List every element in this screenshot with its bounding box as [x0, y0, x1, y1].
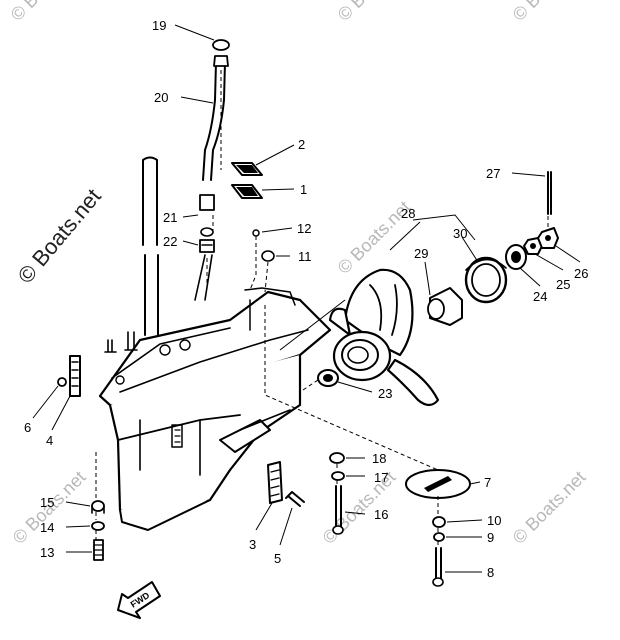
shift-rod-assembly	[194, 39, 230, 301]
washer-10	[432, 516, 446, 528]
washer-23	[317, 369, 339, 387]
washer-11	[261, 250, 275, 262]
callout-2: 2	[298, 137, 305, 152]
screw-13	[93, 539, 104, 561]
callout-26: 26	[574, 266, 588, 281]
callout-4: 4	[46, 433, 53, 448]
callout-11: 11	[298, 249, 312, 264]
callout-15: 15	[40, 495, 54, 510]
callout-28: 28	[401, 206, 415, 221]
thrust-washer-30	[464, 256, 508, 304]
callout-labels: 19 20 2 1 27 28 21 12 30 22 29 11 26 25 …	[24, 18, 588, 580]
callout-24: 24	[533, 289, 547, 304]
callout-23: 23	[378, 386, 392, 401]
trim-tab-3	[267, 461, 283, 504]
callout-17: 17	[374, 470, 388, 485]
callout-20: 20	[154, 90, 168, 105]
pin-12	[252, 229, 260, 237]
lower-unit-housing	[98, 156, 332, 531]
nut-26	[537, 227, 559, 249]
bolt-16	[332, 485, 344, 535]
anode-4	[69, 355, 81, 397]
callout-6: 6	[24, 420, 31, 435]
callout-19: 19	[152, 18, 166, 33]
plug-15	[91, 500, 105, 514]
cover-7	[405, 469, 471, 499]
propeller	[328, 268, 440, 407]
callout-22: 22	[163, 234, 177, 249]
watermark-main: © Boats.net	[13, 184, 106, 288]
callout-25: 25	[556, 277, 570, 292]
callout-7: 7	[484, 475, 491, 490]
callout-12: 12	[297, 221, 311, 236]
callout-5: 5	[274, 551, 281, 566]
anode-parts	[231, 162, 263, 199]
washer-14	[91, 521, 105, 531]
callout-9: 9	[487, 530, 494, 545]
callout-16: 16	[374, 507, 388, 522]
callout-1: 1	[300, 182, 307, 197]
callout-30: 30	[453, 226, 467, 241]
callout-13: 13	[40, 545, 54, 560]
callout-27: 27	[486, 166, 500, 181]
bolt-6	[57, 377, 67, 387]
alignment-lines	[95, 70, 549, 548]
leader-lines	[32, 24, 581, 573]
watermark-faint-top-left: © Boats.net	[7, 0, 88, 25]
callout-29: 29	[414, 246, 428, 261]
washer-17	[331, 471, 345, 481]
callout-10: 10	[487, 513, 501, 528]
callout-18: 18	[372, 451, 386, 466]
callout-21: 21	[163, 210, 177, 225]
callout-8: 8	[487, 565, 494, 580]
washer-24	[505, 244, 527, 270]
watermark-faint-top-far-right: © Boats.net	[509, 0, 590, 25]
fwd-arrow: FWD	[117, 581, 161, 619]
watermark-faint-bottom-right: © Boats.net	[509, 467, 590, 548]
screw-18	[329, 452, 345, 464]
washer-9	[433, 532, 445, 542]
spacer-29	[427, 287, 463, 326]
callout-3: 3	[249, 537, 256, 552]
callout-14: 14	[40, 520, 54, 535]
bolt-5	[285, 491, 305, 507]
watermark-faint-top-right: © Boats.net	[334, 0, 415, 25]
cotter-pin-27	[547, 171, 552, 215]
bolt-8	[432, 547, 444, 587]
